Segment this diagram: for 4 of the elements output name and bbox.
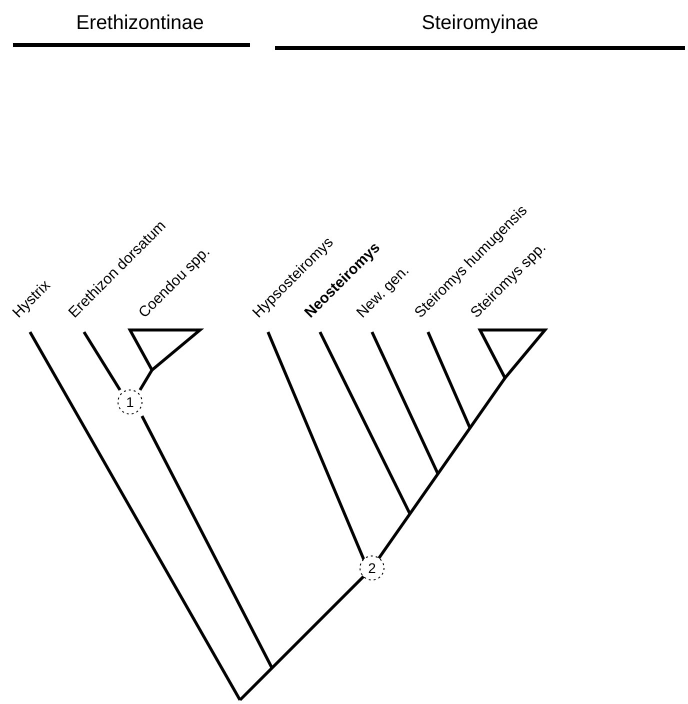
node-number: 2 xyxy=(367,560,377,576)
node-number: 1 xyxy=(125,394,135,410)
clade-name: Erethizontinae xyxy=(75,11,205,36)
clade-name: Steiromyinae xyxy=(420,11,540,36)
